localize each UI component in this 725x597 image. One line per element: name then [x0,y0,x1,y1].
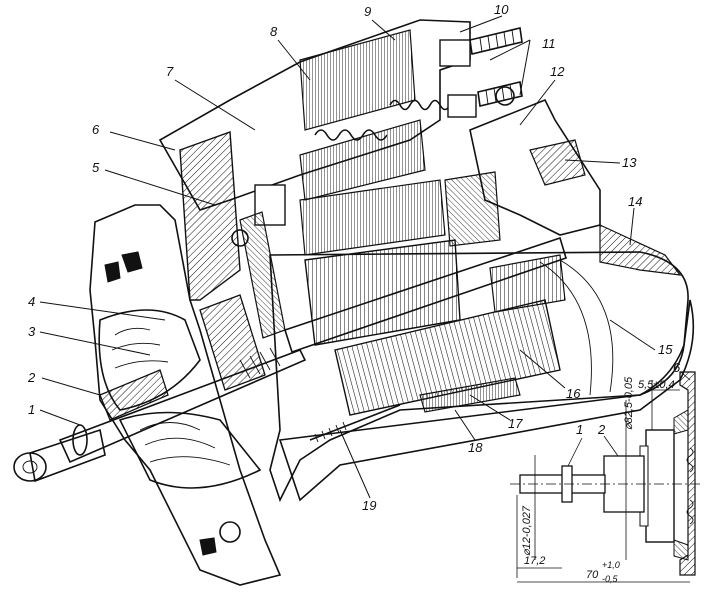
drive-housing-lines [139,422,231,466]
inset-dimension-drawing: 1 2 6 5,5±0,4 ⌀82,5-0,05 ⌀12-0,027 17,2 … [510,360,700,584]
callout-9: 9 [364,4,371,19]
callout-4: 4 [28,294,35,309]
drive-lever [239,211,286,339]
inset-spring-bottom [686,499,694,525]
brush-holder [529,139,586,186]
armature-core-lower [334,299,561,416]
contact-block [254,184,286,226]
inset-label-6: 6 [673,360,681,375]
callout-5: 5 [92,160,100,175]
callout-14: 14 [628,194,642,209]
solenoid-winding-outer [299,29,416,131]
contact-disc-2 [447,94,477,118]
field-pole-upper [444,171,501,247]
callout-2: 2 [27,370,36,385]
callout-15: 15 [658,342,673,357]
callout-3: 3 [28,324,36,339]
intermediate-bearing [199,294,266,391]
leader-lines [39,15,656,499]
callout-12: 12 [550,64,565,79]
solenoid-rod-spring [389,99,451,111]
inset-spring-top [686,447,694,473]
housing-band-2 [559,259,614,393]
drive-pinion [99,369,169,421]
output-shaft-end [13,424,106,483]
callout-11: 11 [542,36,556,51]
flange-bolt-hole [219,521,241,543]
starter-body [13,19,695,586]
armature-shaft [58,348,307,464]
callout-16: 16 [566,386,581,401]
inset-label-1: 1 [576,422,583,437]
callout-10: 10 [494,2,509,17]
flange-window-upper [121,251,143,273]
inset-dim-bore: ⌀82,5-0,05 [623,376,635,430]
lever-pivot [231,229,249,247]
clutch-rollers [111,327,169,369]
contact-disc [439,39,471,67]
inset-dim-length-tol-lower: -0,5 [602,574,619,584]
inset-dim-length: 70 [586,569,599,581]
callout-7: 7 [166,64,174,79]
callout-13: 13 [622,155,637,170]
tie-bolt-thread [314,421,347,443]
commutator [489,254,566,313]
shaft-body [283,236,567,354]
inset-flange [645,429,675,543]
inset-housing-wall [679,371,696,576]
inset-lip-lower [673,539,689,561]
callout-1: 1 [28,402,35,417]
callout-8: 8 [270,24,278,39]
drive-clutch [98,309,201,411]
tie-bolt [309,404,401,441]
flange-window-lower [104,261,121,283]
flange-window-bottom [199,537,217,556]
solenoid-winding-inner [299,119,426,201]
inset-lip [673,409,689,435]
inset-dim-left: 17,2 [524,555,545,567]
solenoid-plunger-spring [314,129,388,141]
terminal-studs [469,27,523,107]
callout-18: 18 [468,440,483,455]
mounting-flange [89,204,282,586]
callout-6: 6 [92,122,100,137]
solenoid-end-wall [179,131,241,301]
inset-label-2: 2 [597,422,606,437]
callout-labels: 1 2 3 4 5 6 7 8 9 10 11 12 13 14 15 16 1… [27,2,673,513]
callout-17: 17 [508,416,523,431]
inset-dim-length-tol-upper: +1,0 [602,560,620,570]
drive-housing-lower [118,411,262,489]
rear-cover-section [599,224,682,276]
field-winding-upper [299,179,446,256]
inset-dim-gap: 5,5±0,4 [638,379,675,391]
inset-dim-shaft: ⌀12-0,027 [521,505,533,556]
callout-19: 19 [362,498,376,513]
